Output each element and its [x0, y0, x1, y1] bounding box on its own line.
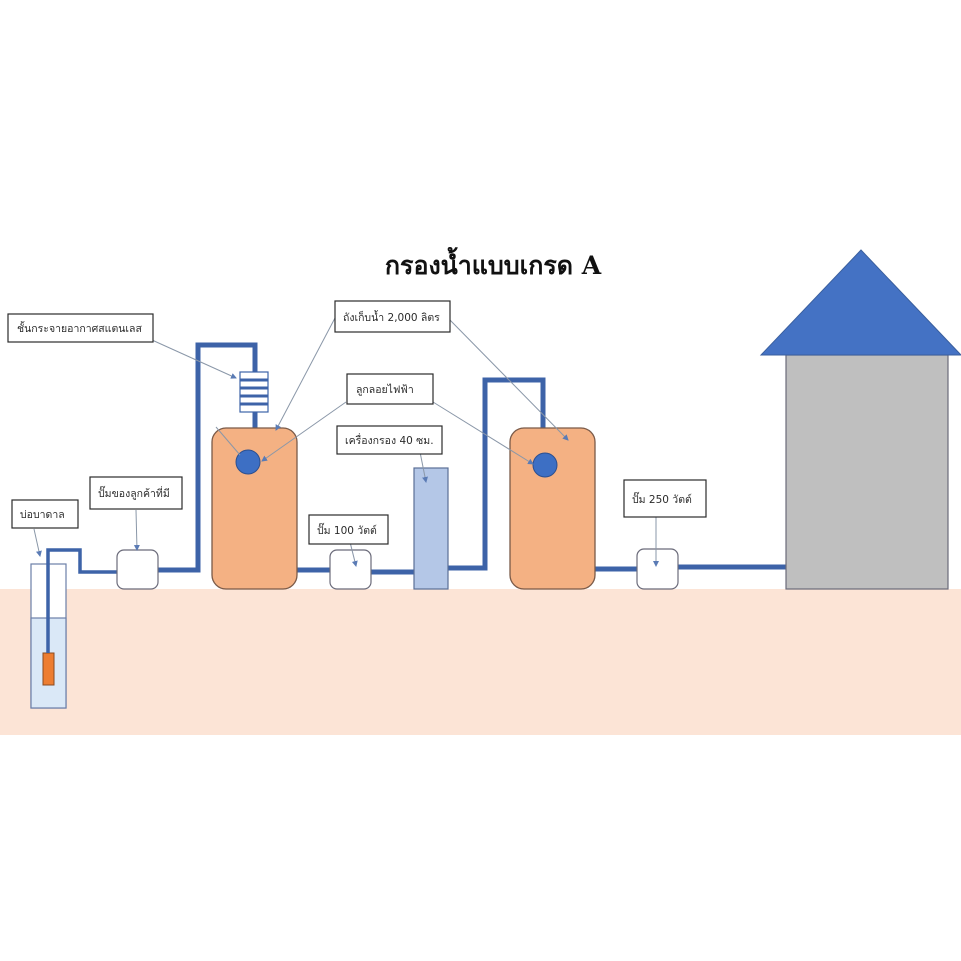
label-aerator: ชั้นกระจายอากาศสแตนเลส — [7, 313, 154, 343]
pump-100w — [329, 549, 372, 590]
leader-customer-pump — [133, 509, 140, 551]
label-storage-tank: ถังเก็บน้ำ 2,000 ลิตร — [334, 300, 451, 333]
label-text: เครื่องกรอง 40 ซม. — [345, 433, 434, 447]
leader-lines — [33, 317, 659, 567]
submersible-pump — [42, 652, 55, 686]
label-float-switch: ลูกลอยไฟฟ้า — [346, 373, 434, 405]
label-customer-pump: ปั๊มของลูกค้าที่มี — [89, 476, 183, 510]
label-box — [336, 425, 443, 455]
label-text: ปั๊ม 250 วัตต์ — [632, 491, 692, 506]
label-text: ชั้นกระจายอากาศสแตนเลส — [17, 321, 142, 335]
label-pump-250w: ปั๊ม 250 วัตต์ — [623, 479, 707, 518]
leader-well — [33, 528, 42, 557]
label-box — [334, 300, 451, 333]
aerator-body — [239, 371, 269, 413]
house-wall — [785, 354, 949, 590]
label-text: ถังเก็บน้ำ 2,000 ลิตร — [343, 310, 440, 324]
label-box — [308, 514, 389, 545]
stainless-aerator — [239, 371, 269, 413]
diagram-title: กรองน้ำแบบเกรด A — [385, 246, 602, 280]
storage-tank-2 — [509, 427, 596, 590]
float-switch-1 — [235, 449, 261, 475]
tank-body — [211, 427, 298, 590]
leader-filter — [419, 451, 428, 483]
label-box — [7, 313, 154, 343]
leader-float1-inner — [215, 426, 241, 456]
leader-float1 — [261, 401, 347, 462]
leader-pump100 — [349, 541, 358, 567]
label-text: ปั๊ม 100 วัตต์ — [317, 522, 377, 537]
leader-tank2 — [447, 317, 569, 441]
tank-body — [509, 427, 596, 590]
label-pump-100w: ปั๊ม 100 วัตต์ — [308, 514, 389, 545]
label-text: บ่อบาดาล — [20, 509, 65, 521]
leader-float2 — [432, 401, 534, 465]
pipe-filter-to-tank2 — [445, 377, 546, 571]
float-switch-2 — [532, 452, 558, 478]
label-box — [11, 499, 79, 529]
leader-tank1 — [275, 317, 336, 431]
label-filter: เครื่องกรอง 40 ซม. — [336, 425, 443, 455]
filter-cartridge — [413, 467, 449, 590]
label-box — [623, 479, 707, 518]
ground — [0, 589, 961, 735]
customer-pump — [116, 549, 159, 590]
label-well: บ่อบาดาล — [11, 499, 79, 529]
label-text: ปั๊มของลูกค้าที่มี — [98, 485, 170, 500]
storage-tank-1 — [211, 427, 298, 590]
label-box — [346, 373, 434, 405]
house-roof — [759, 249, 961, 356]
house — [759, 249, 961, 590]
label-text: ลูกลอยไฟฟ้า — [356, 383, 414, 396]
label-box — [89, 476, 183, 510]
leader-aerator — [151, 339, 237, 379]
pump-250w — [636, 548, 679, 590]
pipe-well-to-pump — [46, 548, 118, 653]
